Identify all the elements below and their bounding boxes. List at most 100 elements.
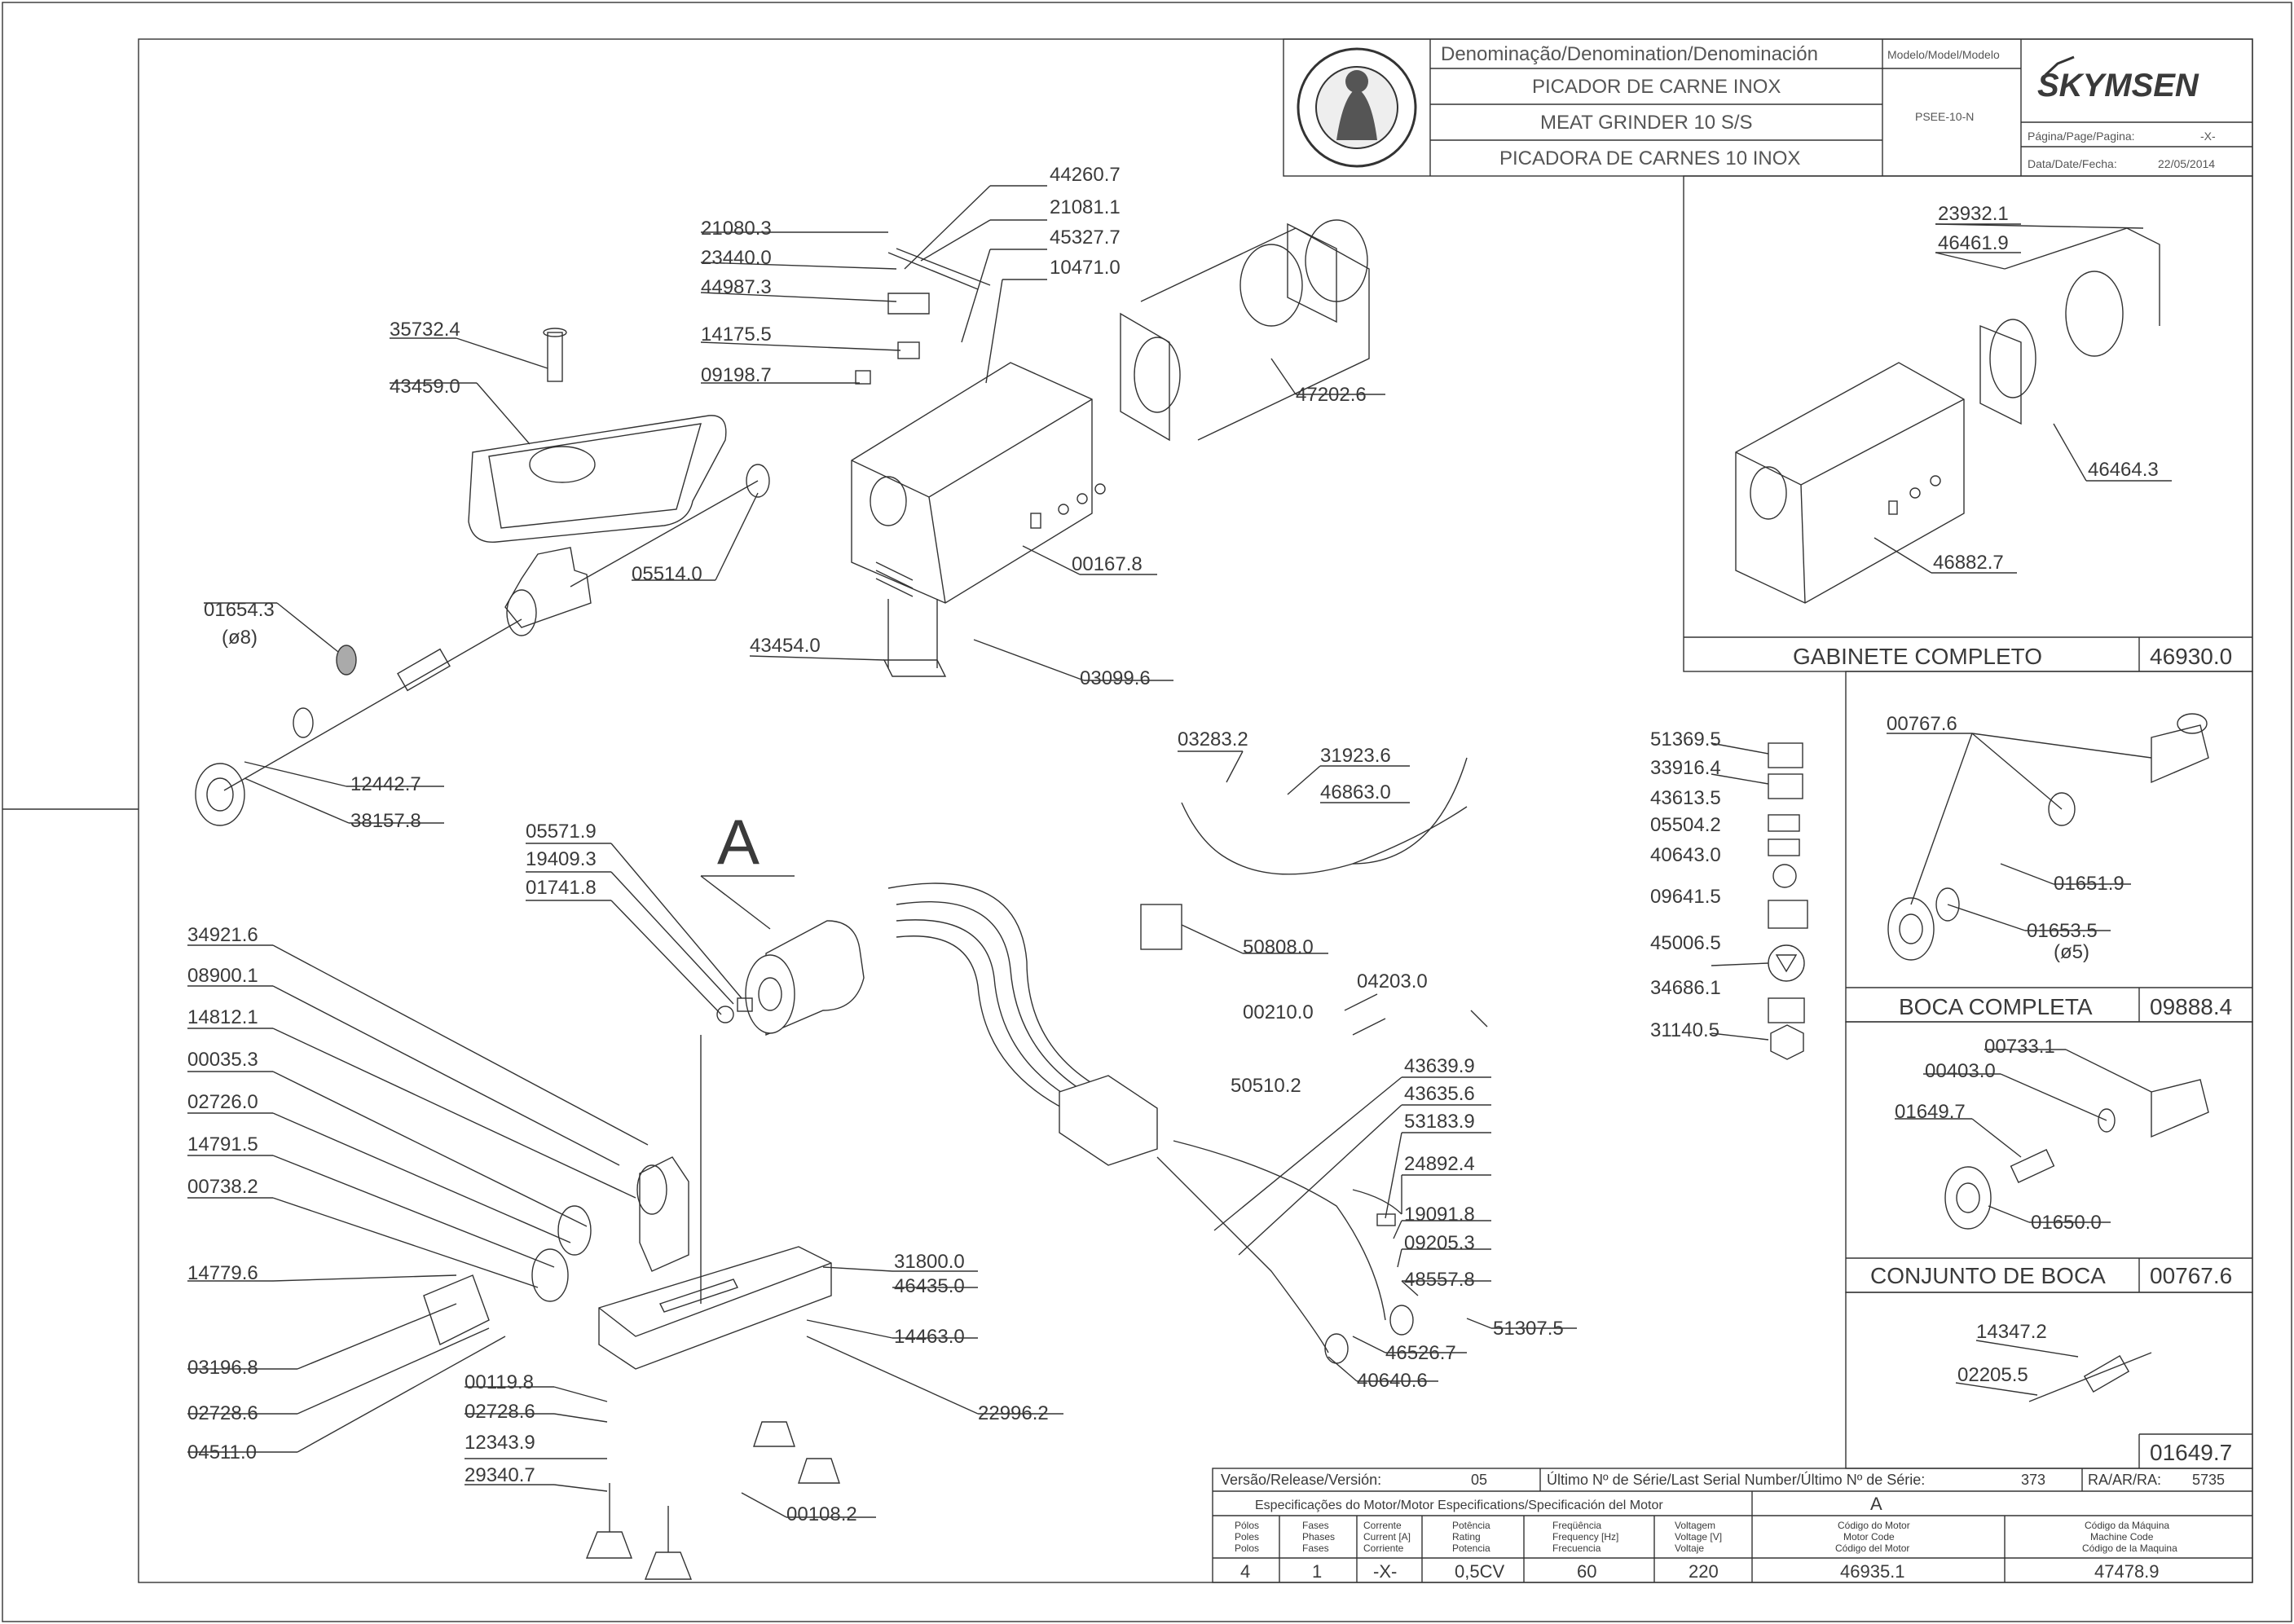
spec-col-header: Corrente [1363, 1520, 1402, 1531]
part-label: 21081.1 [1050, 196, 1121, 218]
part-label: 12442.7 [350, 773, 421, 795]
part-label: 09198.7 [701, 364, 772, 386]
part-label: 04203.0 [1357, 970, 1428, 992]
conjunto-part: 01649.7 [1895, 1101, 1966, 1123]
gabinete-code: 46930.0 [2150, 644, 2232, 669]
product-name-es: PICADORA DE CARNES 10 INOX [1499, 147, 1800, 169]
drawing-geometry [195, 219, 2209, 1580]
part-label: 08900.1 [187, 965, 258, 987]
boca-title: BOCA COMPLETA [1899, 994, 2093, 1019]
spec-col-header: Pólos [1235, 1520, 1259, 1531]
spec-col-header: Potência [1452, 1520, 1490, 1531]
part-label: 12343.9 [465, 1432, 535, 1454]
spec-col-header: Frequency [Hz] [1552, 1531, 1618, 1543]
part-label: 43454.0 [750, 635, 821, 657]
part-label: 00108.2 [786, 1503, 857, 1525]
worm-part: 02205.5 [1957, 1364, 2028, 1386]
label-part: 31140.5 [1650, 1019, 1719, 1041]
part-label: 00119.8 [465, 1371, 534, 1393]
spec-col-header: Corriente [1363, 1543, 1404, 1554]
motor-letter: A [1870, 1494, 1882, 1514]
label-part: 34686.1 [1650, 977, 1721, 999]
spec-col-header: Voltaje [1675, 1543, 1704, 1554]
part-label: 05514.0 [632, 563, 702, 585]
conjunto-part: 00733.1 [1984, 1036, 2055, 1058]
spec-value-poles: 4 [1240, 1561, 1250, 1582]
model-value: PSEE-10-N [1915, 110, 1974, 123]
part-label: 43635.6 [1404, 1083, 1475, 1105]
worm-part: 14347.2 [1976, 1321, 2047, 1343]
spec-values: 4 1 -X- 0,5CV 60 220 46935.1 47478.9 [1240, 1561, 2160, 1582]
part-label: 40640.6 [1357, 1370, 1428, 1392]
part-label: 48557.8 [1404, 1269, 1475, 1291]
part-label: 35732.4 [390, 319, 460, 341]
spec-col-header: Rating [1452, 1531, 1481, 1543]
spec-col-header: Machine Code [2090, 1531, 2154, 1543]
spec-col-header: Frecuencia [1552, 1543, 1601, 1554]
spec-col-header: Código do Motor [1838, 1520, 1910, 1531]
spec-col-header: Fases [1302, 1543, 1329, 1554]
denomination-header: Denominação/Denomination/Denominación [1441, 43, 1818, 65]
part-label: 23440.0 [701, 247, 772, 269]
part-label: 50510.2 [1231, 1075, 1301, 1097]
part-label: 46863.0 [1320, 781, 1391, 803]
motor-callout-letter: A [717, 806, 760, 878]
gabinete-part: 23932.1 [1938, 203, 2009, 225]
drawing-frame [138, 38, 2253, 1583]
spec-value-current: -X- [1373, 1561, 1397, 1582]
spec-value-rating: 0,5CV [1455, 1561, 1504, 1582]
part-label: 46435.0 [894, 1275, 965, 1297]
spec-value-phases: 1 [1312, 1561, 1322, 1582]
part-label: 02728.6 [465, 1401, 535, 1423]
part-label: 29340.7 [465, 1464, 535, 1486]
page-value: -X- [2200, 130, 2216, 143]
part-label: 01654.3 [204, 599, 275, 621]
gabinete-part: 46882.7 [1933, 552, 2004, 574]
conjunto-code: 00767.6 [2150, 1263, 2232, 1288]
part-label: 19409.3 [526, 848, 597, 870]
spec-table-text: Versão/Release/Versión: 05 Último Nº de … [1221, 1471, 2225, 1514]
spec-col-header: Poles [1235, 1531, 1259, 1543]
spec-col-header: Código da Máquina [2085, 1520, 2169, 1531]
part-label: 00035.3 [187, 1049, 258, 1071]
leader-lines [187, 185, 2172, 1518]
boca-code: 09888.4 [2150, 994, 2232, 1019]
part-label: 01741.8 [526, 877, 597, 899]
part-label: 02726.0 [187, 1091, 258, 1113]
gabinete-part: 46461.9 [1938, 232, 2009, 254]
spec-col-header: Fases [1302, 1520, 1329, 1531]
part-label: 43459.0 [390, 376, 460, 398]
title-block: SKYMSEN [1283, 38, 2253, 177]
part-label: 19091.8 [1404, 1204, 1475, 1226]
date-value: 22/05/2014 [2158, 157, 2215, 170]
serial-value: 373 [2021, 1472, 2045, 1488]
part-labels: 44260.7 21080.3 21081.1 23440.0 45327.7 … [187, 164, 1721, 1525]
part-label: 05571.9 [526, 821, 597, 843]
ra-label: RA/AR/RA: [2088, 1472, 2161, 1488]
part-label: 53183.9 [1404, 1111, 1475, 1133]
part-label: 09205.3 [1404, 1232, 1475, 1254]
part-label: 14463.0 [894, 1326, 965, 1348]
spec-col-header: Código del Motor [1835, 1543, 1909, 1554]
part-label: 38157.8 [350, 810, 421, 832]
part-label: 14175.5 [701, 323, 772, 345]
part-label: 14812.1 [187, 1006, 258, 1028]
part-label: 24892.4 [1404, 1153, 1475, 1175]
part-label: 10471.0 [1050, 257, 1121, 279]
spec-col-header: Código de la Maquina [2082, 1543, 2177, 1554]
part-label: 03196.8 [187, 1357, 258, 1379]
part-label: 31800.0 [894, 1251, 965, 1273]
part-label: 21080.3 [701, 218, 772, 240]
part-label: 47202.6 [1296, 384, 1367, 406]
boca-part: 01651.9 [2054, 873, 2124, 895]
part-label: 00167.8 [1072, 553, 1143, 575]
skymsen-logo: SKYMSEN [2037, 55, 2199, 103]
spec-column-headers: Pólos Poles Polos Fases Phases Fases Cor… [1235, 1520, 2177, 1554]
part-label: 04511.0 [187, 1441, 257, 1463]
part-label: 14791.5 [187, 1133, 258, 1155]
spec-col-header: Motor Code [1843, 1531, 1895, 1543]
spec-col-header: Polos [1235, 1543, 1259, 1554]
spec-col-header: Current [A] [1363, 1531, 1411, 1543]
page-label: Página/Page/Pagina: [2028, 130, 2135, 143]
